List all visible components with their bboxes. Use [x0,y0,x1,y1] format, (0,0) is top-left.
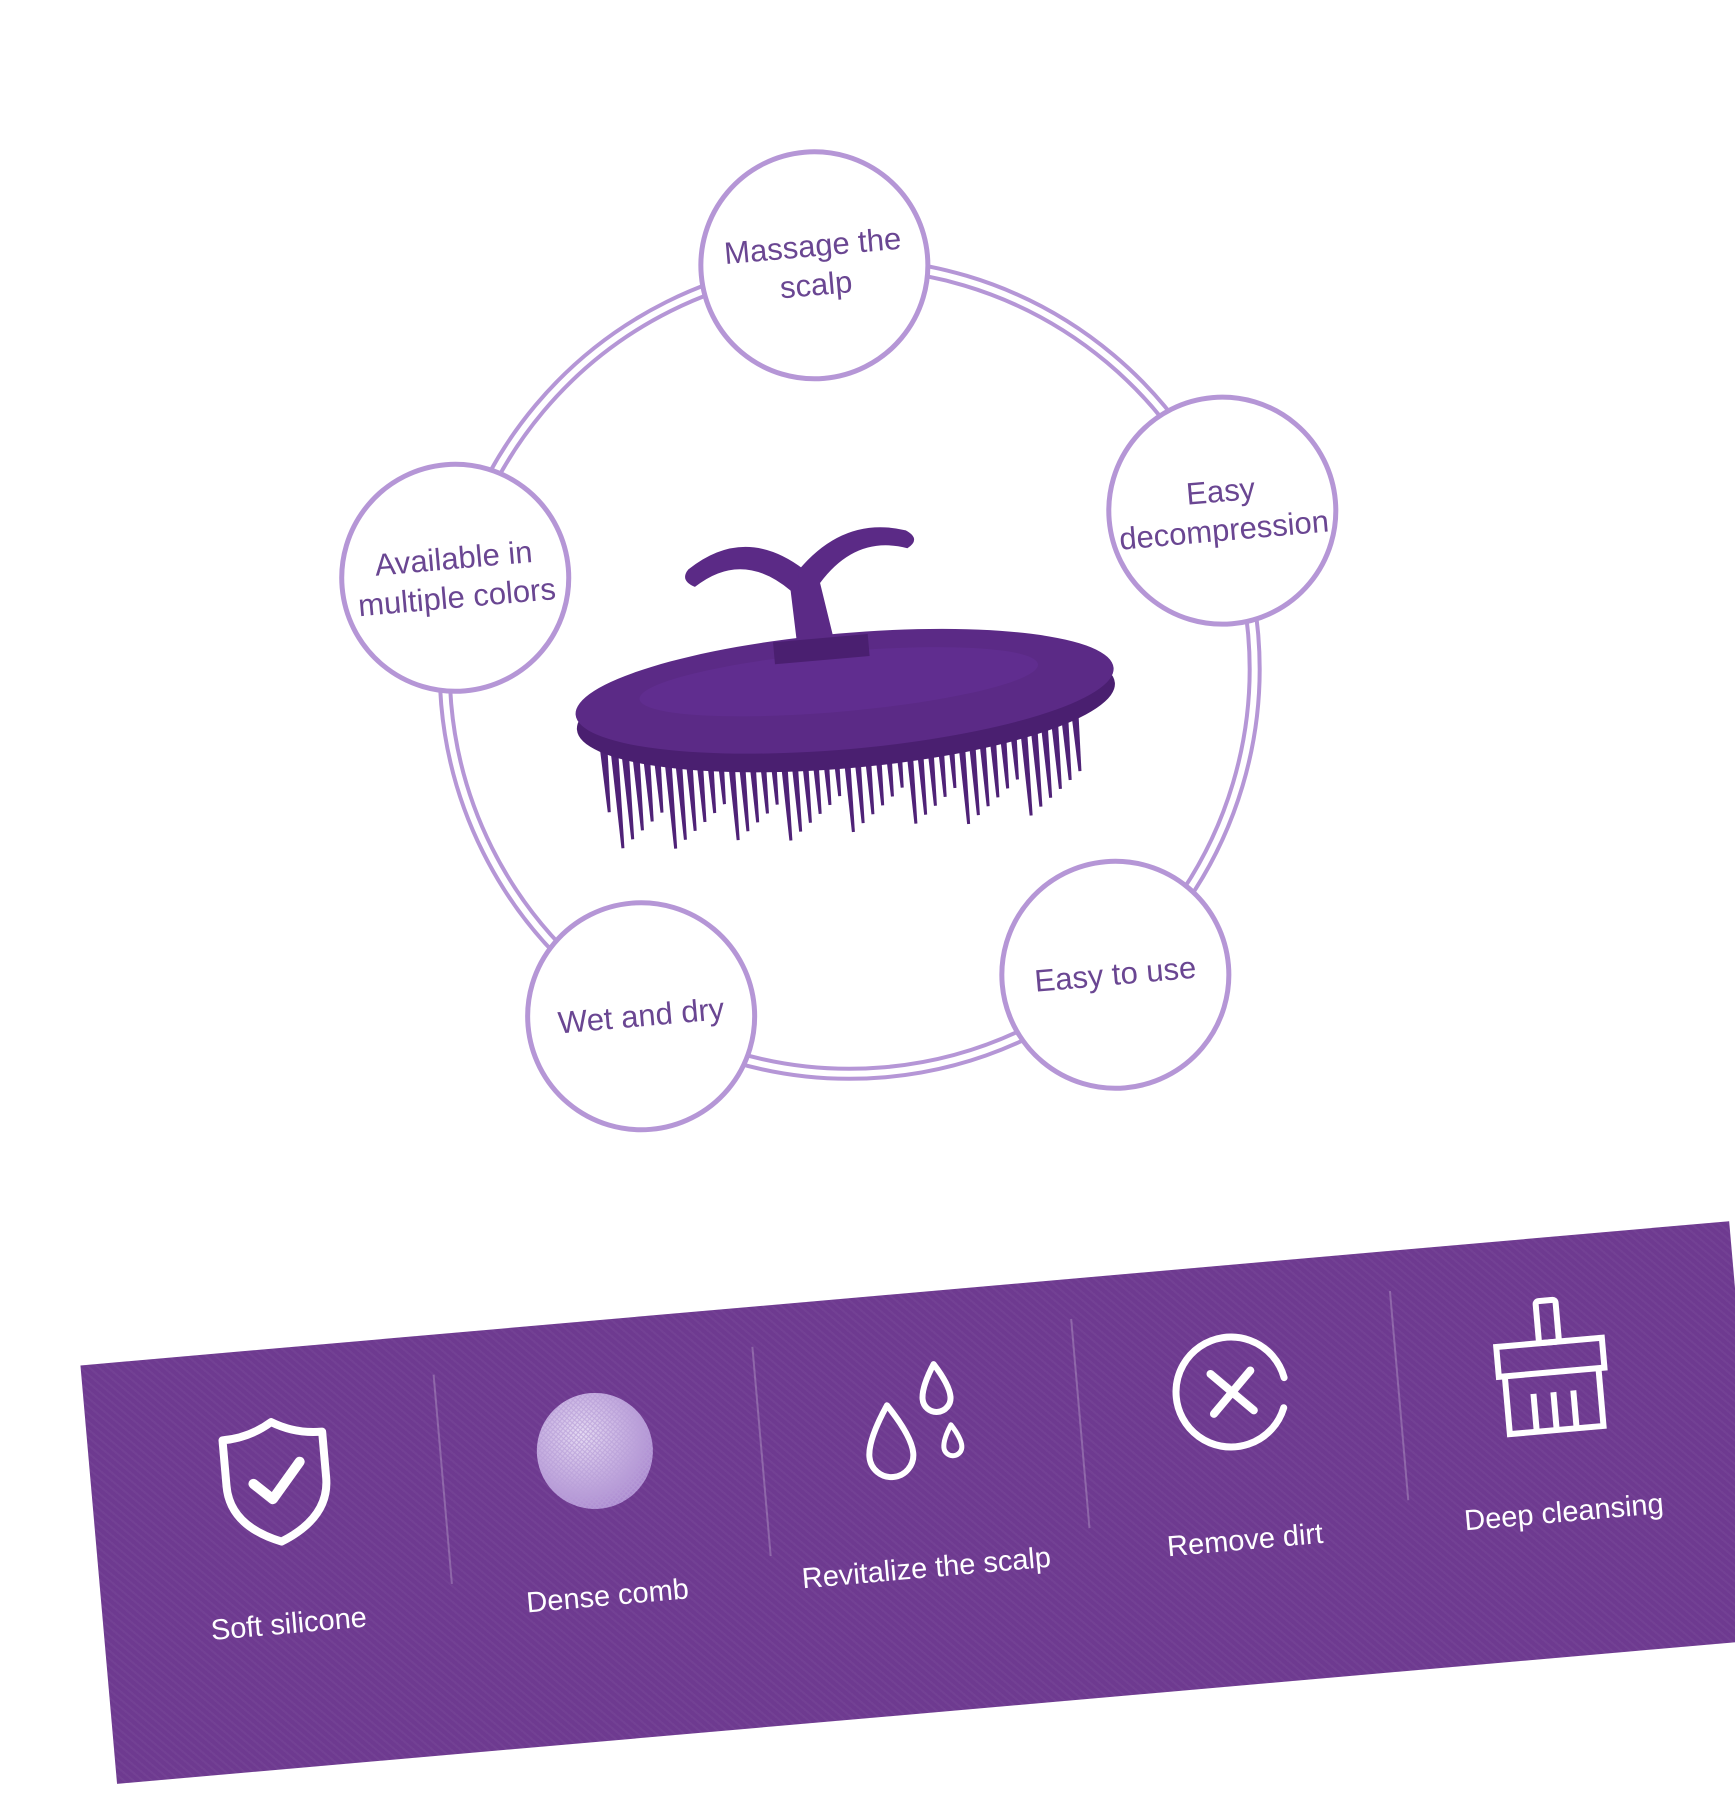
brush-handle-right [797,527,915,651]
feature-label: Easy to use [1033,950,1198,1000]
benefit-soft-silicone: Soft silicone [120,1337,446,1781]
benefit-label: Soft silicone [209,1601,369,1648]
bristle [599,742,611,813]
brush-base [575,628,1114,754]
benefit-label: Remove dirt [1165,1517,1325,1564]
mesh-ball-icon [536,1392,653,1509]
scalp-brush-image [575,527,1115,849]
brush-base-highlight [639,647,1039,717]
bristle [620,740,635,840]
brush-handle-mount [773,634,870,665]
feature-label: Easy decompression [1117,470,1331,557]
benefits-band: Soft silicone Dense comb [80,1221,1735,1784]
benefit-dense-comb: Dense comb [439,1309,765,1753]
bristle [630,739,644,831]
benefit-label: Dense comb [525,1573,691,1620]
benefit-revitalize-the-scalp: Revitalize the scalp [758,1281,1084,1725]
benefit-label: Deep cleansing [1462,1488,1665,1538]
water-drops-icon [866,1361,965,1481]
circle-x-icon [1172,1333,1288,1451]
benefit-remove-dirt: Remove dirt [1077,1253,1403,1697]
brush-handle-left [685,546,806,651]
shield-check-icon [218,1418,331,1546]
benefit-label: Revitalize the scalp [800,1541,1053,1596]
benefit-deep-cleansing: Deep cleansing [1395,1225,1721,1669]
bristle [609,741,625,849]
feature-label: Massage the scalp [722,220,903,306]
feature-label: Wet and dry [556,991,726,1041]
brush-icon [1492,1296,1608,1438]
